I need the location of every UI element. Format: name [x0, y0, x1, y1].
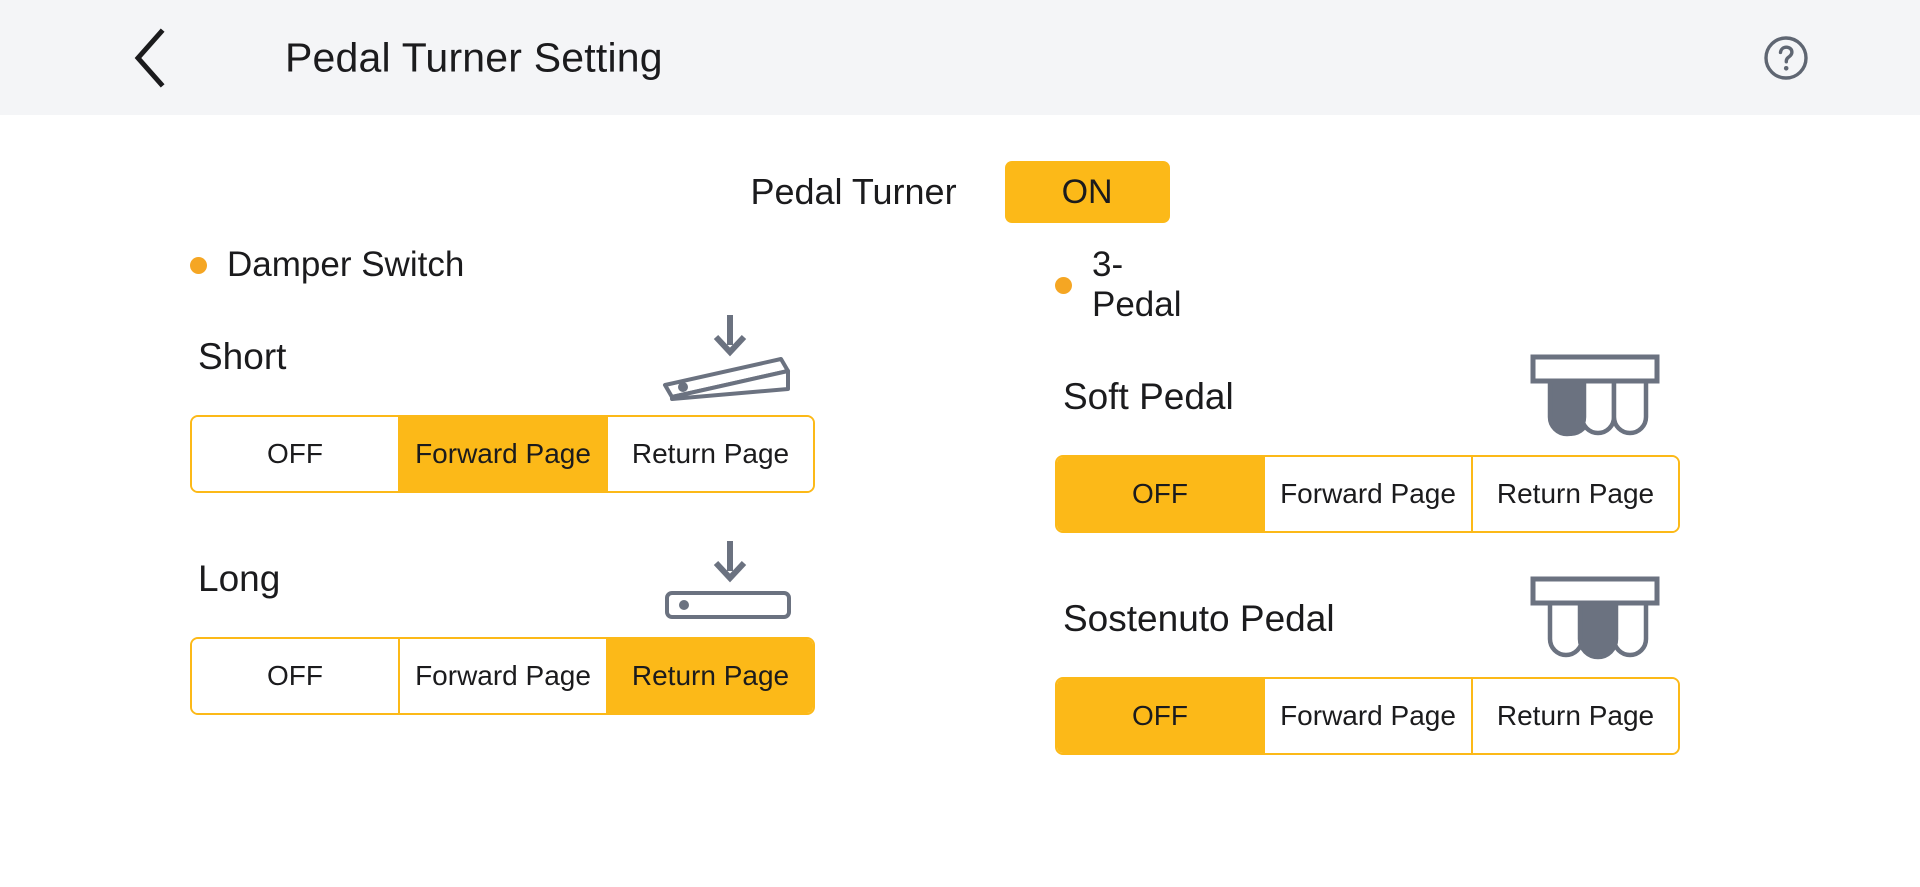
- segmented-control-short[interactable]: OFF Forward Page Return Page: [190, 415, 815, 493]
- segment-long-return-page[interactable]: Return Page: [608, 639, 813, 713]
- pedal-long-press-icon: [645, 533, 815, 625]
- pedal-label-soft-pedal: Soft Pedal: [1063, 376, 1234, 417]
- three-pedal-left-highlighted-icon: [1510, 351, 1680, 443]
- settings-columns: Damper Switch Short: [0, 245, 1920, 795]
- pedal-label-short: Short: [198, 336, 287, 377]
- three-pedal-middle-highlighted-icon: [1510, 573, 1680, 665]
- bullet-dot-icon: [1055, 276, 1072, 294]
- pedal-row-soft-pedal: Soft Pedal: [1055, 351, 1680, 443]
- section-title: 3-Pedal: [1092, 245, 1182, 324]
- segment-sostenuto-pedal-forward-page[interactable]: Forward Page: [1265, 679, 1473, 753]
- segment-short-return-page[interactable]: Return Page: [608, 417, 813, 491]
- pedal-turner-toggle[interactable]: ON: [1004, 161, 1170, 223]
- segment-soft-pedal-forward-page[interactable]: Forward Page: [1265, 457, 1473, 531]
- pedal-label-long: Long: [198, 558, 281, 599]
- help-circle-icon: [1764, 35, 1808, 80]
- section-damper-switch: Damper Switch Short: [0, 245, 960, 795]
- back-button[interactable]: [120, 28, 180, 88]
- segment-short-forward-page[interactable]: Forward Page: [400, 417, 608, 491]
- segmented-control-sostenuto-pedal[interactable]: OFF Forward Page Return Page: [1055, 677, 1680, 755]
- segment-soft-pedal-return-page[interactable]: Return Page: [1473, 457, 1678, 531]
- pedal-block-long: Long OFF Forward Page Return Page: [190, 533, 960, 715]
- segmented-control-soft-pedal[interactable]: OFF Forward Page Return Page: [1055, 455, 1680, 533]
- pedal-row-short: Short: [190, 311, 815, 403]
- pedal-short-press-icon: [645, 311, 815, 403]
- segment-soft-pedal-off[interactable]: OFF: [1057, 457, 1265, 531]
- pedal-turner-label: Pedal Turner: [750, 171, 957, 212]
- bullet-dot-icon: [190, 256, 207, 274]
- segment-long-off[interactable]: OFF: [192, 639, 400, 713]
- section-three-pedal: 3-Pedal Soft Pedal: [0, 245, 1680, 795]
- chevron-left-icon: [134, 28, 165, 88]
- section-title: Damper Switch: [227, 245, 465, 284]
- section-header-damper-switch: Damper Switch: [190, 245, 960, 285]
- pedal-label-sostenuto-pedal: Sostenuto Pedal: [1063, 598, 1335, 639]
- pedal-row-sostenuto-pedal: Sostenuto Pedal: [1055, 573, 1680, 665]
- segment-sostenuto-pedal-off[interactable]: OFF: [1057, 679, 1265, 753]
- pedal-turner-master-row: Pedal Turner ON: [0, 161, 1920, 223]
- app-header: Pedal Turner Setting: [0, 0, 1920, 115]
- segment-long-forward-page[interactable]: Forward Page: [400, 639, 608, 713]
- help-button[interactable]: [1762, 34, 1810, 82]
- segmented-control-long[interactable]: OFF Forward Page Return Page: [190, 637, 815, 715]
- page-title: Pedal Turner Setting: [285, 34, 663, 80]
- pedal-row-long: Long: [190, 533, 815, 625]
- settings-content: Pedal Turner ON Damper Switch Short: [0, 115, 1920, 887]
- pedal-block-short: Short: [190, 311, 960, 493]
- segment-sostenuto-pedal-return-page[interactable]: Return Page: [1473, 679, 1678, 753]
- segment-short-off[interactable]: OFF: [192, 417, 400, 491]
